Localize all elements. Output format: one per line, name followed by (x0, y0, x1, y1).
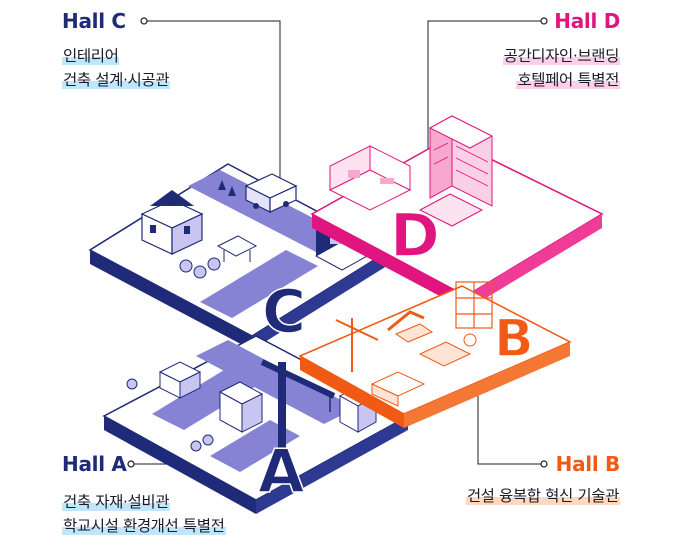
hall-a-letter: A (258, 437, 305, 507)
hall-b-letter: B (494, 309, 534, 369)
hall-a-line-1: 건축 자재·설비관 (62, 490, 171, 512)
hall-d-line-1-text: 공간디자인·브랜딩 (502, 47, 620, 65)
hall-b-title: Hall B (555, 452, 621, 476)
hall-d-line-2-text: 호텔페어 특별전 (516, 71, 620, 89)
hall-c-letter: C (262, 277, 306, 347)
hall-a-title: Hall A (62, 452, 127, 476)
hall-d-line-1: 공간디자인·브랜딩 (502, 44, 620, 66)
hall-b-line-1-text: 건설 융복합 혁신 기술관 (465, 487, 620, 505)
hall-c-line-2-text: 건축 설계·시공관 (62, 71, 171, 89)
hall-d-line-2: 호텔페어 특별전 (516, 68, 620, 90)
hall-c-line-1-text: 인테리어 (62, 47, 120, 65)
hall-c-line-1: 인테리어 (62, 44, 120, 66)
hall-c-line-2: 건축 설계·시공관 (62, 68, 171, 90)
hall-c-block: C (88, 163, 392, 350)
hall-b-line-1: 건설 융복합 혁신 기술관 (465, 484, 620, 506)
hall-d-title: Hall D (554, 9, 620, 33)
hall-d-letter: D (390, 201, 440, 271)
hall-b-block: B (298, 281, 572, 428)
hall-a-line-2-text: 학교시설 환경개선 특별전 (62, 517, 226, 535)
hall-a-line-2: 학교시설 환경개선 특별전 (62, 514, 226, 536)
hall-c-title: Hall C (62, 9, 126, 33)
hall-d-block: D (310, 115, 604, 310)
hall-a-line-1-text: 건축 자재·설비관 (62, 493, 171, 511)
